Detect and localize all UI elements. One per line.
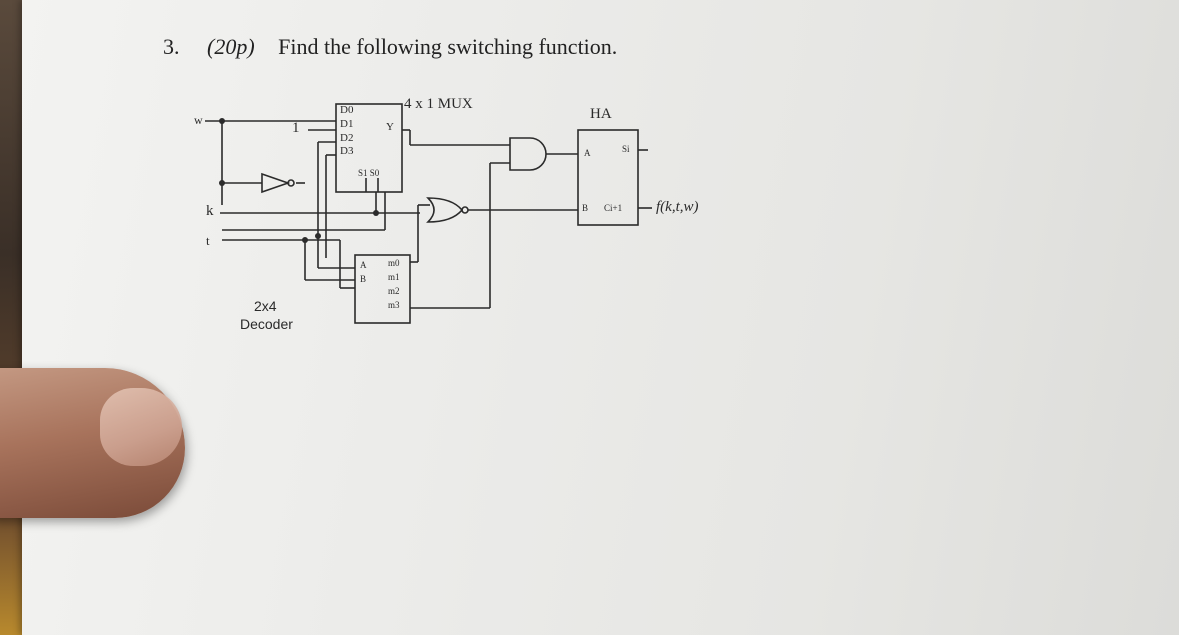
- mux-selects: S1 S0: [358, 168, 380, 178]
- mux-output-y: Y: [386, 121, 394, 133]
- mux-input-d1: D1: [340, 118, 354, 130]
- paper-sheet: [22, 0, 1179, 635]
- half-adder-input-b: B: [582, 203, 589, 213]
- not-gate: [261, 172, 291, 194]
- input-w-label: w: [194, 113, 203, 127]
- question-points: (20p): [207, 34, 255, 59]
- mux-input-d2: D2: [340, 132, 354, 144]
- decoder-output-m2: m2: [388, 286, 400, 296]
- fingernail: [100, 388, 182, 466]
- constant-one-label: 1: [292, 120, 300, 136]
- decoder-input-a: A: [360, 260, 367, 270]
- mux-input-d0: D0: [340, 104, 354, 116]
- input-k-label: k: [206, 203, 214, 219]
- mux-input-d3: D3: [340, 145, 354, 157]
- decoder-output-m0: m0: [388, 258, 400, 268]
- output-function-label: f(k,t,w): [656, 199, 699, 215]
- decoder-name-line1: 2x4: [254, 298, 277, 314]
- half-adder-carry: Ci+1: [604, 203, 623, 213]
- decoder-name-line2: Decoder: [240, 316, 293, 332]
- decoder-output-m3: m3: [388, 300, 400, 310]
- input-t-label: t: [206, 233, 210, 248]
- decoder-input-b: B: [360, 274, 367, 284]
- half-adder-box: [577, 129, 639, 226]
- question-line: 3. (20p) Find the following switching fu…: [163, 34, 617, 60]
- mux-box: [335, 103, 403, 193]
- question-number: 3.: [163, 34, 180, 59]
- decoder-box: [354, 254, 411, 324]
- and-gate: [509, 137, 547, 171]
- half-adder-title: HA: [590, 106, 612, 122]
- decoder-output-m1: m1: [388, 272, 400, 282]
- mux-title: 4 x 1 MUX: [404, 96, 473, 112]
- or-gate: [426, 197, 464, 223]
- question-text: Find the following switching function.: [278, 34, 618, 59]
- half-adder-sum: Si: [622, 144, 630, 154]
- half-adder-input-a: A: [584, 148, 591, 158]
